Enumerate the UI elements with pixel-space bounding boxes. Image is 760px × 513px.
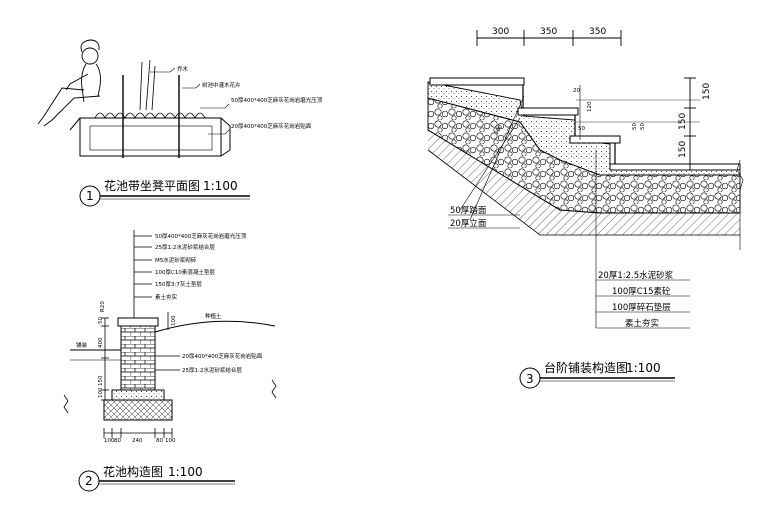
fig2-dim-bottom-2: 80 [114, 438, 121, 444]
fig3-break-line [736, 159, 744, 250]
fig2-number: 2 [85, 474, 93, 488]
fig3-inner-dim-50a: 50 [578, 126, 585, 132]
fig1-title: 花池带坐凳平面图 [104, 178, 200, 193]
fig2-layer-1: 50厚400*400芝麻灰花岗岩磨光压顶 [155, 232, 247, 240]
fig2-dim-bottom-3: 240 [132, 438, 143, 444]
fig2-layer-3: M5水泥砂浆砌砖 [155, 256, 197, 264]
fig1-number: 1 [86, 189, 94, 203]
fig2-dim-100: 100 [98, 387, 104, 398]
leader-tree [150, 67, 176, 73]
fig3-layer-4: 素土夯实 [625, 318, 659, 329]
fig3-layer-1: 20厚1:2.5水泥砂浆 [598, 270, 674, 281]
brick-wall [120, 325, 156, 391]
fig1-label-tree: 乔木 [177, 65, 189, 73]
fig3-inner-dim-50b: 50 [632, 123, 638, 130]
fig2-dim-100-right: 100 [171, 315, 177, 326]
fig3-landing-paving [609, 163, 741, 171]
fig2-side-label-1: 20厚400*400芝麻灰花岗岩贴面 [182, 352, 263, 360]
fig2-side-label-2: 25厚1:2水泥砂浆结合层 [182, 366, 242, 374]
fig2-dim-bottom-4: 80 [156, 438, 163, 444]
leader-veneer [208, 129, 230, 135]
coping-stone [117, 317, 159, 327]
leader-coping [200, 103, 230, 109]
fig2-title: 花池构造图 [103, 464, 163, 479]
break-line-left [63, 394, 69, 414]
bench-right-base [220, 149, 231, 157]
fig3-top-dim-2: 350 [540, 27, 557, 37]
fig2-dim-bottom-1: 100 [104, 438, 115, 444]
fig3-top-dim-1: 300 [492, 27, 509, 37]
planter-inner [89, 125, 213, 151]
fig3-rammed-earth [428, 130, 740, 235]
fig1-label-shrub: 树池中灌木花卉 [202, 81, 241, 89]
fig2-layer-5: 150厚3:7灰土垫层 [155, 280, 202, 288]
break-line-right [271, 379, 277, 399]
fig1-scale: 1:100 [203, 179, 238, 193]
concrete-footing [111, 389, 165, 401]
fig2-dim-bottom-5: 100 [165, 438, 176, 444]
fig2-soil-label: 种植土 [205, 312, 222, 320]
fig3-layer-2: 100厚C15素砼 [612, 286, 671, 297]
fig3-left-leader-1 [459, 117, 521, 211]
shrubs [94, 112, 206, 119]
fig3-inner-dim-120: 120 [587, 101, 593, 112]
fig2-scale: 1:100 [168, 465, 203, 479]
fig3-inner-dim-50c: 50 [640, 123, 646, 130]
fig2-planter-section-drawing [63, 230, 277, 492]
fig1-planter-bench-drawing [37, 39, 250, 207]
fig3-layer-3: 100厚碎石垫层 [612, 302, 671, 313]
fig3-inner-dim-100: 100 [494, 123, 505, 136]
fig3-number: 3 [526, 372, 534, 386]
fig1-label-coping: 50厚400*400芝麻灰花岗岩磨光压顶 [231, 96, 323, 104]
fig2-layer-4: 100厚C10素混凝土垫层 [155, 268, 215, 276]
fig1-label-veneer: 20厚400*400芝麻灰花岗岩贴面 [231, 122, 312, 130]
fig3-scale: 1:100 [626, 361, 661, 375]
seated-person [37, 39, 101, 127]
fig3-tread-1 [429, 77, 525, 86]
fig3-right-dim-2: 150 [678, 113, 688, 130]
fig2-dim-r20: R20 [100, 301, 106, 312]
tree-branches [139, 59, 156, 111]
fig3-inner-dim-20: 20 [573, 88, 580, 94]
fig3-left-leader-2 [469, 95, 525, 221]
lime-soil-base [103, 399, 173, 421]
planter-box [79, 117, 222, 157]
fig3-title: 台阶铺装构造图 [544, 360, 628, 375]
bench-right-edge [220, 117, 231, 127]
fig2-paving-label: 铺装 [76, 341, 88, 349]
fig2-dim-50: 50 [98, 317, 104, 324]
fig3-left-label-1: 50厚踏面 [450, 205, 487, 216]
fig3-right-dim-3: 150 [678, 141, 688, 158]
bench-left-edge [69, 117, 81, 131]
fig3-tread-3 [569, 135, 621, 144]
fig2-dim-400: 400 [98, 337, 104, 348]
fig3-left-label-2: 20厚立面 [450, 218, 487, 229]
fig3-tread-2 [517, 107, 579, 116]
fig2-layer-2: 25厚1:2水泥砂浆结合层 [155, 243, 215, 251]
fig3-step-section-drawing [427, 30, 744, 389]
fig2-layer-6: 素土夯实 [155, 293, 178, 301]
fig2-dim-150: 150 [98, 375, 104, 386]
fig3-top-dim-3: 350 [589, 27, 606, 37]
fig3-right-dim-1: 150 [702, 83, 712, 100]
leader-shrub [182, 83, 201, 89]
